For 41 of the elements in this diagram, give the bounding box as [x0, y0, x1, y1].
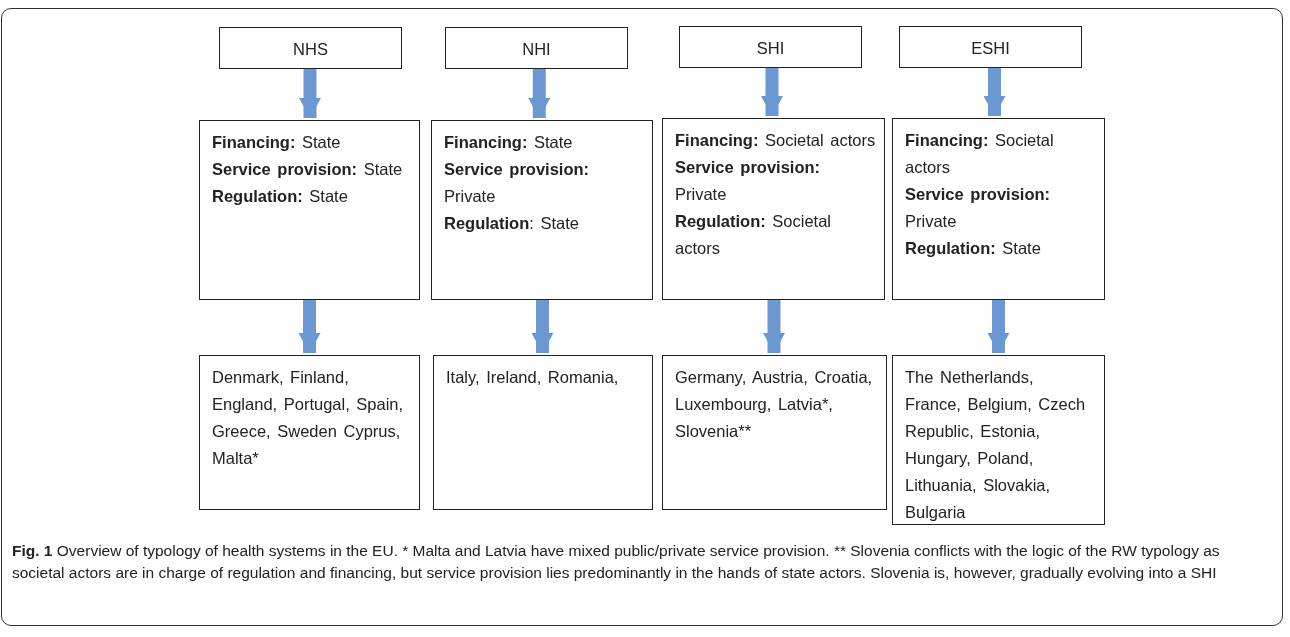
system-type-label: ESHI — [971, 39, 1010, 57]
characteristics-box — [662, 118, 885, 300]
characteristic-text: Service provision: Private — [905, 184, 1052, 232]
block-arrow — [299, 69, 321, 118]
block-arrow — [528, 69, 551, 118]
system-type-box — [445, 27, 628, 69]
block-arrow — [763, 300, 785, 353]
system-type-label: NHI — [522, 40, 551, 58]
block-arrow — [983, 68, 1006, 116]
country-list: Italy, Ireland, Romania, — [446, 364, 644, 391]
characteristic-text: Financing: Societal actors — [905, 130, 1055, 178]
figure-caption: Fig. 1 Overview of typology of health systems in the EU. * Malta and Latvia have mixed public/private service provision. ** Slovenia conflicts with the logic of the RW typology as societal actors are in charge of regulation and financing, but service provision lies predominantly in the hands of state actors. Slovenia is, however, gradually evolving into a SHI — [12, 541, 1221, 583]
characteristic-text: Service provision: State — [212, 159, 404, 180]
country-list: Denmark, Finland, England, Portugal, Spain, Greece, Sweden Cyprus, Malta* — [212, 364, 411, 472]
characteristics-box — [431, 120, 653, 300]
characteristic-text: Financing: State — [444, 132, 574, 153]
characteristic-text: Regulation: State — [212, 186, 349, 207]
characteristic-text: Service provision: Private — [444, 159, 591, 207]
country-list: The Netherlands, France, Belgium, Czech Republic, Estonia, Hungary, Poland, Lithuania, Slovakia, Bulgaria — [905, 364, 1096, 526]
block-arrow — [298, 300, 321, 353]
countries-box — [662, 355, 887, 510]
characteristic-text: Regulation: Societal actors — [675, 211, 833, 259]
countries-box — [433, 355, 653, 510]
characteristic-text: Regulation: State — [444, 213, 580, 234]
system-type-label: NHS — [293, 40, 328, 58]
characteristic-text: Service provision: Private — [675, 157, 822, 205]
system-type-box — [679, 26, 862, 68]
countries-box — [199, 355, 420, 510]
characteristics-box — [199, 120, 420, 300]
country-list: Germany, Austria, Croatia, Luxembourg, Latvia*, Slovenia** — [675, 364, 878, 445]
block-arrow — [987, 300, 1010, 353]
system-type-box — [899, 26, 1082, 68]
characteristic-text: Financing: State — [212, 132, 342, 153]
countries-box — [892, 355, 1105, 525]
system-type-label: SHI — [756, 39, 785, 57]
block-arrow — [761, 68, 783, 116]
characteristic-text: Financing: Societal actors — [675, 130, 876, 151]
system-type-box — [219, 27, 402, 69]
block-arrow — [531, 300, 554, 353]
characteristics-box — [892, 118, 1105, 300]
characteristic-text: Regulation: State — [905, 238, 1042, 259]
